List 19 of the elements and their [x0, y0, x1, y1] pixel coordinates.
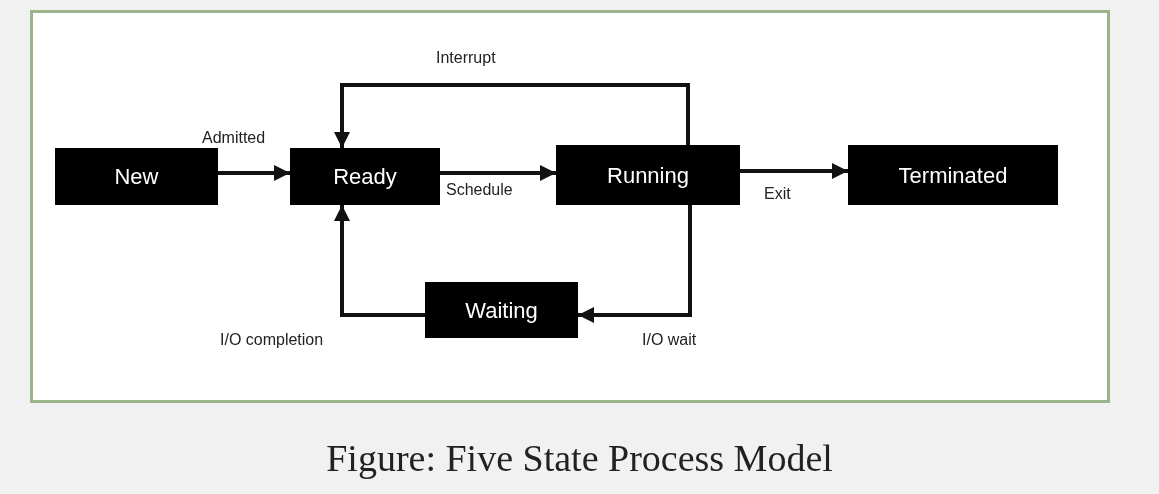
state-name: Terminated — [898, 161, 1008, 190]
figure-caption: Figure: Five State Process Model — [325, 436, 834, 481]
state-box — [556, 145, 740, 205]
arrow — [440, 165, 556, 181]
arrow — [740, 163, 848, 179]
state-box — [55, 148, 218, 205]
state-name: Ready — [333, 163, 397, 191]
state-box — [425, 282, 578, 338]
arrow — [218, 165, 290, 181]
edge-label: I/O completion — [218, 330, 326, 350]
arrow — [334, 205, 425, 317]
state-name: Running — [607, 161, 689, 190]
state-name: Waiting — [465, 296, 538, 325]
arrow — [578, 205, 692, 323]
arrow — [334, 83, 690, 148]
edge-label: Interrupt — [434, 48, 498, 68]
state-name: New — [114, 163, 159, 191]
state-box — [290, 148, 440, 205]
state-box — [848, 145, 1058, 205]
